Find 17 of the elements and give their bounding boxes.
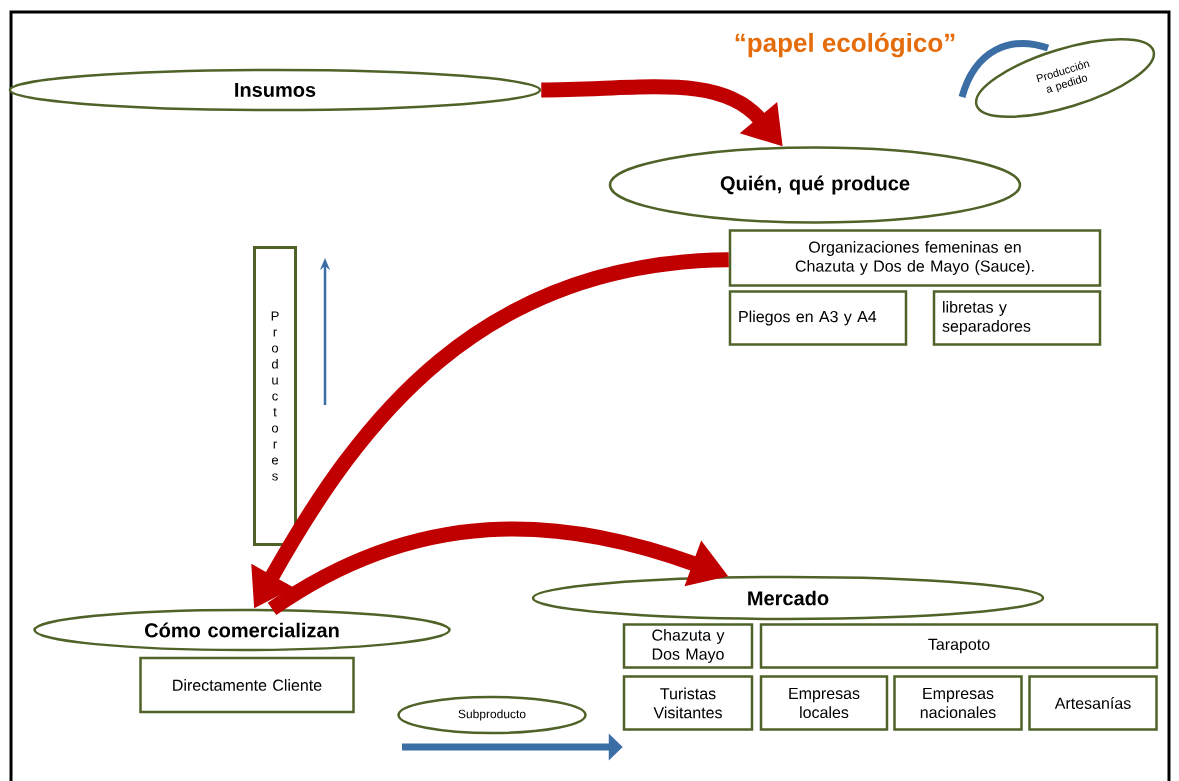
text-box: Empresas locales — [759, 675, 889, 731]
ellipse-node: Quién, qué produce — [608, 146, 1022, 224]
title: “papel ecológico” — [735, 32, 955, 58]
ellipse-node: Insumos — [8, 68, 542, 112]
text-box: libretas y separadores — [932, 290, 1102, 346]
text-box: Artesanías — [1028, 675, 1158, 731]
ellipse-node: Mercado — [531, 575, 1045, 621]
text-box: Organizaciones femeninas en Chazuta y Dos de Mayo (Sauce). — [728, 229, 1102, 287]
text-box: Turistas Visitantes — [622, 675, 754, 731]
text-box: Chazuta y Dos Mayo — [622, 623, 754, 669]
ellipse-node: Cómo comercializan — [33, 608, 451, 652]
text-box: Tarapoto — [759, 623, 1159, 669]
vertical-text-box: Productores — [253, 246, 297, 546]
text-box: Directamente Cliente — [139, 656, 355, 714]
ellipse-node: Subproducto — [397, 695, 587, 735]
text-box: Pliegos en A3 y A4 — [728, 290, 908, 346]
text-box: Empresas nacionales — [893, 675, 1023, 731]
